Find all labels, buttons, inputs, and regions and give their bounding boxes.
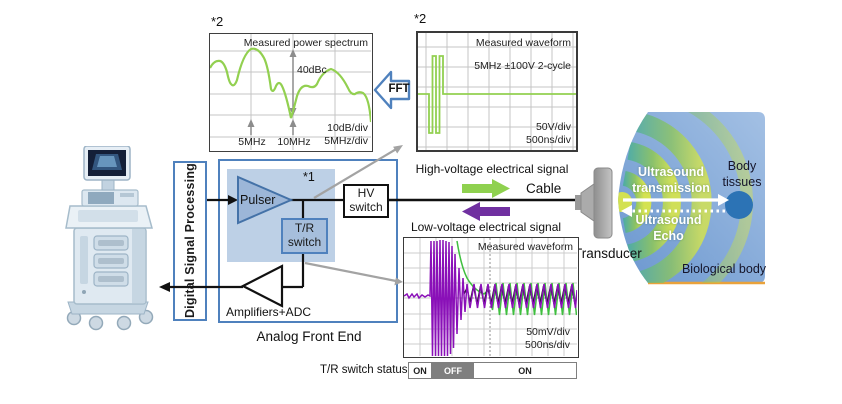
tr-switch-line1: T/R [294,221,315,236]
body-tissues-label: Body tissues [722,159,762,189]
lv-wave-title: Measured waveform [477,241,573,253]
ultrasound-scanner-illustration [65,146,154,331]
power-spectrum-chart: Measured power spectrum 40dBc 5MHz 10MHz… [209,33,373,152]
dsp-block: Digital Signal Processing [173,161,207,321]
low-voltage-signal-label: Low-voltage electrical signal [410,220,562,234]
tr-status-segment-on1: ON [409,363,432,378]
biological-body-label: Biological body [681,262,767,276]
hv-waveform-plot [418,33,576,150]
transducer-label: Transducer [574,246,642,261]
node-mark-1: *1 [303,170,315,184]
spectrum-trace [210,47,371,123]
cable-label: Cable [526,181,562,196]
hv-wave-conditions: 5MHz ±100V 2-cycle [474,60,571,72]
tick-pointer-arrows-icon [247,119,297,135]
to-scanner-arrowhead [159,282,170,292]
lv-waveform-chart: Measured waveform 50mV/div 500ns/div [403,237,579,358]
biological-body-illustration [575,112,765,285]
analog-front-end-label: Analog Front End [256,329,362,344]
tr-status-bar: ON OFF ON [408,362,577,379]
spectrum-tick-10mhz: 10MHz [277,136,311,148]
hv-wave-title: Measured waveform [475,37,571,49]
low-voltage-arrow-icon [462,202,510,221]
body-tissue-target [725,191,753,219]
transmission-arrow-icon [623,194,729,206]
tr-switch-block: T/R switch [281,218,328,254]
hv-wave-vscale: 50V/div [535,121,571,133]
hv-switch-line2: switch [349,200,383,214]
hv-wave-hscale: 500ns/div [526,134,571,146]
spectrum-footnote-mark: *2 [211,14,224,29]
dsp-label: Digital Signal Processing [182,163,197,319]
ultrasound-transmission-label: Ultrasound transmission [632,165,710,195]
lv-wave-hscale: 500ns/div [525,339,570,351]
hv-switch-block: HV switch [343,184,389,218]
tr-status-segment-on2: ON [518,365,532,376]
spectrum-vscale: 10dB/div [327,122,368,134]
amplifiers-adc-label: Amplifiers+ADC [226,305,312,319]
lv-waveform-plot [404,238,577,356]
tr-status-label: T/R switch status [320,364,408,376]
lv-trace-green [456,240,577,316]
hv-burst-trace [418,55,576,134]
echo-arrow-icon [621,205,725,217]
high-voltage-arrow-icon [462,179,510,198]
lv-wave-vscale: 50mV/div [526,326,570,338]
ultrasound-echo-label: Ultrasound Echo [635,213,702,244]
hv-waveform-chart: Measured waveform 5MHz ±100V 2-cycle 50V… [416,31,578,152]
spectrum-hscale: 5MHz/div [324,135,368,147]
power-spectrum-plot [210,34,371,150]
hv-wave-footnote-mark: *2 [414,11,427,26]
spectrum-tick-5mhz: 5MHz [238,136,266,148]
transducer-icon [575,167,613,239]
pulser-label: Pulser [240,193,276,207]
fft-label: FFT [388,83,410,95]
tr-switch-line2: switch [287,235,322,249]
high-voltage-signal-label: High-voltage electrical signal [415,162,569,176]
lv-trace-purple [404,239,577,356]
spectrum-title: Measured power spectrum [243,37,368,49]
tr-status-segment-off: OFF [432,363,474,378]
analog-front-end-box [218,159,398,323]
spectrum-annotation: 40dBc [297,64,327,76]
hv-switch-line1: HV [357,186,375,201]
